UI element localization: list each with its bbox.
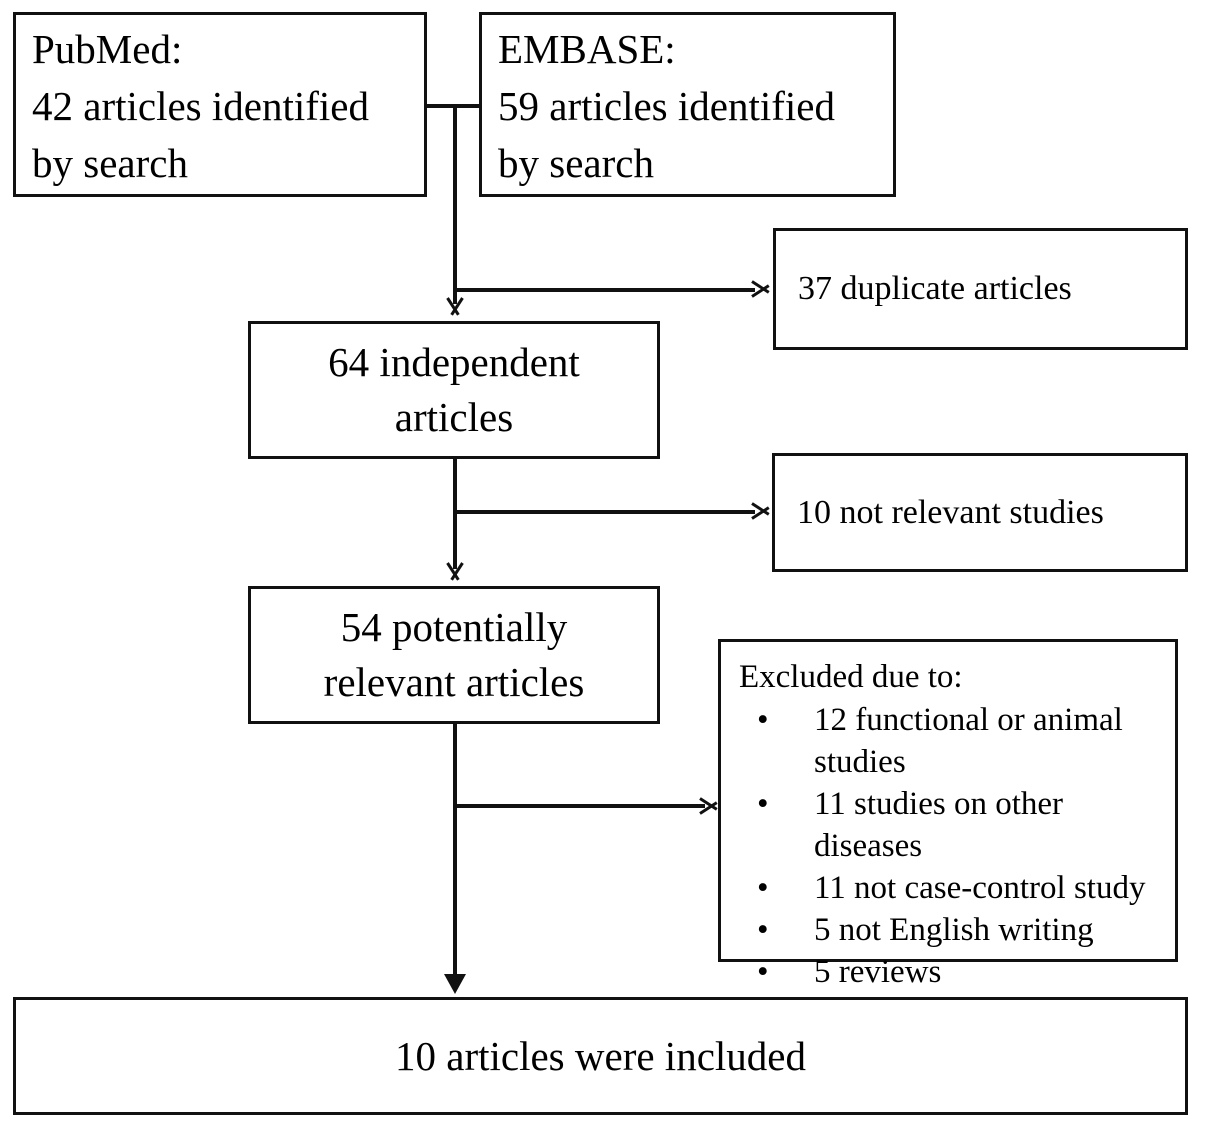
arrowhead-into-independent xyxy=(442,298,468,316)
pubmed-count-line: 42 articles identified xyxy=(32,83,369,129)
excluded-item-label: 5 not English writing xyxy=(814,912,1094,948)
arrowhead-into-duplicates xyxy=(752,276,770,302)
source-box-embase: EMBASE: 59 articles identified by search xyxy=(479,12,896,197)
branch-not-relevant-line xyxy=(455,510,755,514)
stage-box-potentially-relevant-articles: 54 potentially relevant articles xyxy=(248,586,660,724)
independent-line-2: articles xyxy=(394,394,514,440)
excluded-due-to-box: Excluded due to: • 12 functional or anim… xyxy=(718,639,1178,990)
excluded-item-label: 11 not case-control study xyxy=(814,870,1146,906)
duplicates-label: 37 duplicate articles xyxy=(798,270,1072,307)
bullet-icon: • xyxy=(757,912,769,948)
branch-duplicates-line xyxy=(455,288,755,292)
embase-count-line: 59 articles identified xyxy=(498,83,835,129)
bullet-icon: • xyxy=(757,702,769,738)
excluded-reason-list: • 12 functional or animal studies • 11 s… xyxy=(739,699,1165,993)
list-item: • 5 not English writing xyxy=(739,909,1165,951)
arrowhead-into-final xyxy=(444,974,466,994)
source-box-pubmed: PubMed: 42 articles identified by search xyxy=(13,12,427,197)
exclusion-box-duplicates: 37 duplicate articles xyxy=(773,228,1188,350)
independent-line-1: 64 independent xyxy=(328,339,580,385)
bullet-icon: • xyxy=(757,786,769,822)
relevant-line-1: 54 potentially xyxy=(340,604,568,650)
final-label: 10 articles were included xyxy=(395,1033,806,1079)
relevant-line-2: relevant articles xyxy=(323,659,585,705)
stage-box-independent-articles: 64 independent articles xyxy=(248,321,660,459)
arrowhead-into-excluded xyxy=(700,793,718,819)
excluded-heading: Excluded due to: xyxy=(739,659,963,695)
trunk-sources-to-independent xyxy=(453,104,457,304)
embase-search-line: by search xyxy=(498,140,654,186)
embase-heading: EMBASE: xyxy=(498,26,676,72)
arrowhead-into-not-relevant xyxy=(752,498,770,524)
list-item: • 11 studies on other diseases xyxy=(739,783,1165,867)
exclusion-box-not-relevant: 10 not relevant studies xyxy=(772,453,1188,572)
list-item: • 12 functional or animal studies xyxy=(739,699,1165,783)
excluded-item-label: 5 reviews xyxy=(814,954,942,990)
pubmed-heading: PubMed: xyxy=(32,26,183,72)
trunk-relevant-to-final xyxy=(453,724,457,976)
excluded-item-label: 11 studies on other diseases xyxy=(814,786,1063,864)
branch-excluded-line xyxy=(455,804,705,808)
excluded-item-label: 12 functional or animal studies xyxy=(814,702,1123,780)
final-box-included-articles: 10 articles were included xyxy=(13,997,1188,1115)
trunk-independent-to-relevant xyxy=(453,459,457,569)
list-item: • 5 reviews xyxy=(739,951,1165,993)
list-item: • 11 not case-control study xyxy=(739,867,1165,909)
bullet-icon: • xyxy=(757,954,769,990)
bullet-icon: • xyxy=(757,870,769,906)
pubmed-search-line: by search xyxy=(32,140,188,186)
not-relevant-label: 10 not relevant studies xyxy=(797,493,1104,531)
arrowhead-into-relevant xyxy=(442,563,468,581)
